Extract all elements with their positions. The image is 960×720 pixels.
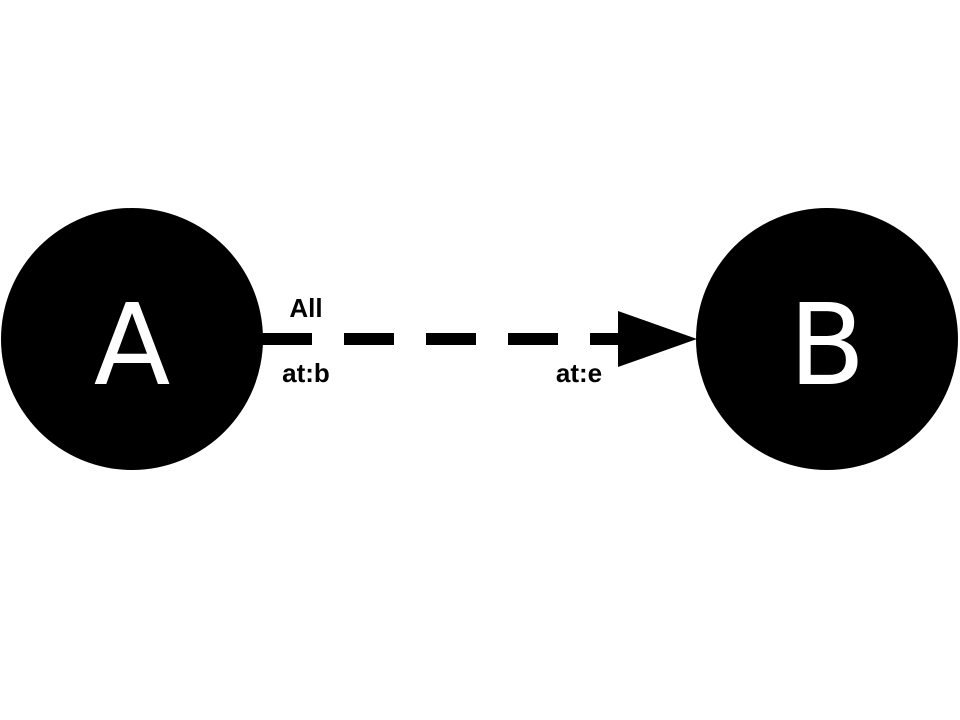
node-a[interactable]: A [1,208,263,470]
node-b-label: B [789,281,866,411]
edge-label-top: All [289,293,322,323]
edge-arrowhead [618,311,697,367]
node-b-circle [696,208,958,470]
node-b[interactable]: B [696,208,958,470]
node-a-circle [1,208,263,470]
edge-label-end: at:e [556,358,602,388]
node-a-label: A [94,281,171,411]
edge-label-start: at:b [282,358,330,388]
